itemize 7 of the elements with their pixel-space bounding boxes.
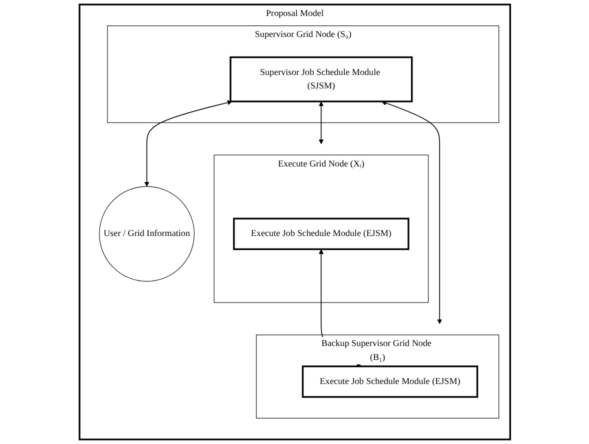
node-box: Execute Job Schedule Module (EJSM) <box>232 218 409 250</box>
node-box: Execute Job Schedule Module (EJSM) <box>302 365 478 398</box>
arrow <box>144 100 232 187</box>
arrow <box>318 101 324 144</box>
node-box: Supervisor Job Schedule Module (SJSM) <box>229 56 412 102</box>
arrow <box>381 100 442 324</box>
node-circle: User / Grid Information <box>98 186 194 282</box>
